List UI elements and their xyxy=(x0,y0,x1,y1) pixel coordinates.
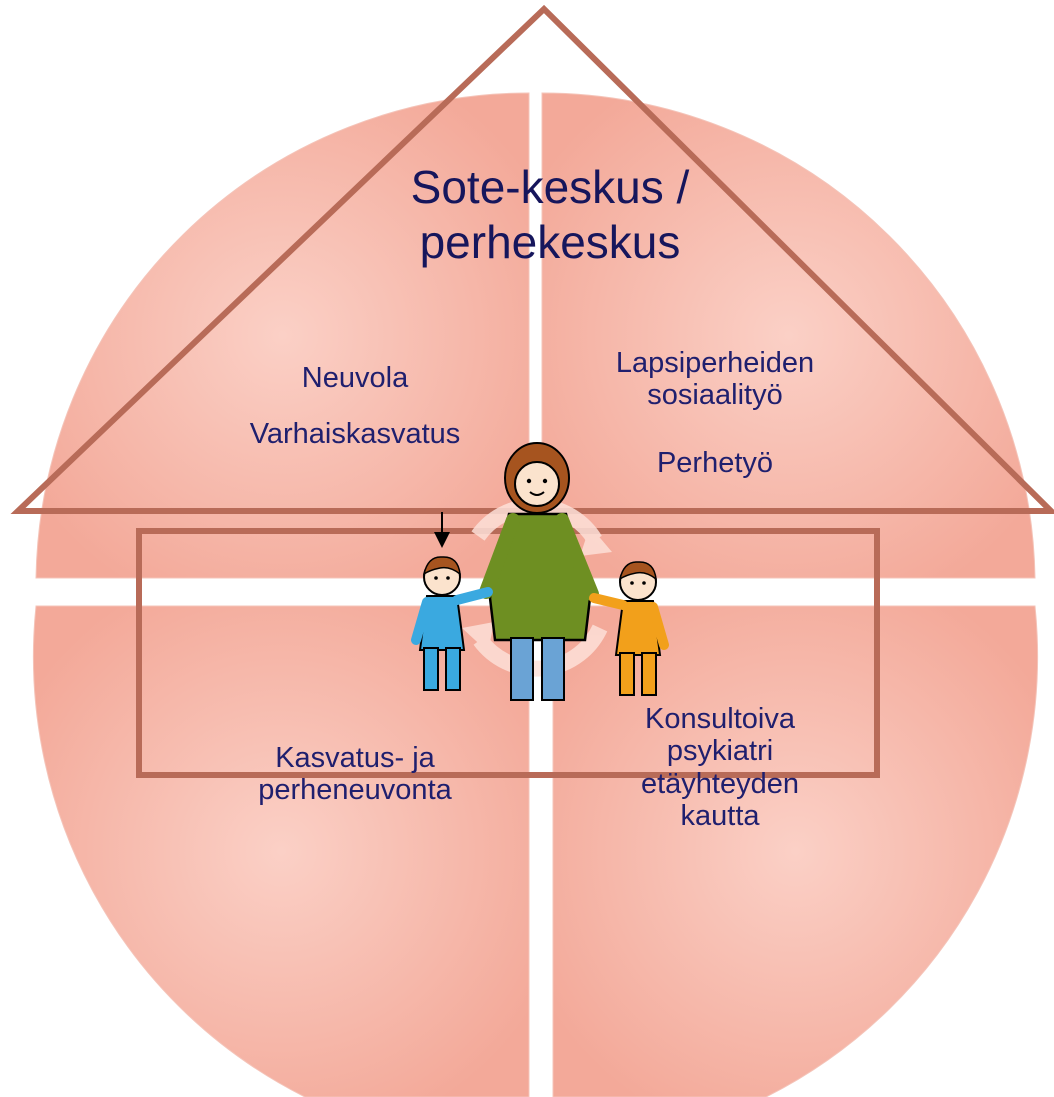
sector-bottom-right xyxy=(552,605,1039,1097)
label-konsultoiva-line-1: Konsultoiva xyxy=(645,703,795,735)
diagram-title: Sote-keskus / perhekeskus xyxy=(320,160,780,270)
label-perhetyo: Perhetyö xyxy=(656,447,774,479)
adult-figure xyxy=(479,442,599,701)
title-line-1: Sote-keskus / xyxy=(410,161,690,213)
label-lapsiperheiden-line-2: sosiaalityö xyxy=(647,379,783,412)
label-konsultoiva-line-3: etäyhteyden xyxy=(640,767,799,800)
label-konsultoiva-line-4: kautta xyxy=(680,800,760,833)
title-line-2: perhekeskus xyxy=(419,216,681,269)
label-konsultoiva-psykiatri: Konsultoiva psykiatri etäyhteyden kautta xyxy=(590,703,850,833)
label-varhaiskasvatus: Varhaiskasvatus xyxy=(249,418,461,450)
sector-top-right xyxy=(541,92,1036,579)
sector-top-left xyxy=(35,92,530,579)
label-kasvatus-ja-perheneuvonta: Kasvatus- ja perheneuvonta xyxy=(200,742,510,807)
circle-sectors xyxy=(32,92,1039,1097)
label-lapsiperheiden-sosiaalityo: Lapsiperheiden sosiaalityö xyxy=(565,347,865,412)
sector-bottom-left xyxy=(32,605,530,1097)
child-right-figure xyxy=(589,561,669,696)
child-left-figure xyxy=(411,556,493,691)
label-neuvola: Neuvola xyxy=(301,362,409,394)
label-kasvatus-line-2: perheneuvonta xyxy=(258,774,452,807)
label-kasvatus-line-1: Kasvatus- ja xyxy=(275,742,435,774)
label-lapsiperheiden-line-1: Lapsiperheiden xyxy=(615,347,815,379)
label-konsultoiva-line-2: psykiatri xyxy=(666,735,774,768)
family-icon xyxy=(411,442,669,701)
